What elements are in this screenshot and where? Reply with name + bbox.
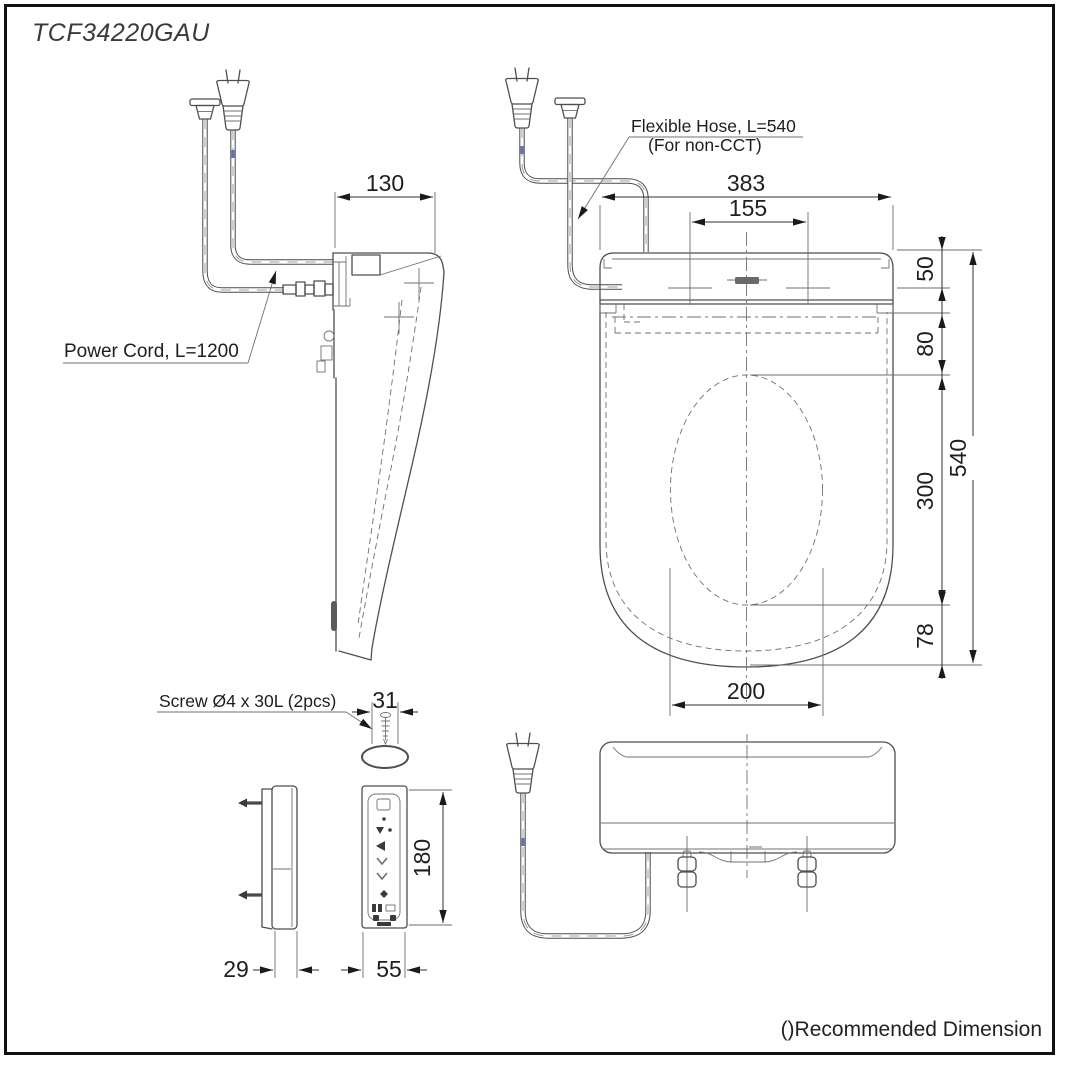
side-view-outline — [316, 252, 445, 661]
power-plug-icon — [505, 67, 539, 129]
dim-130-group: 130 — [334, 170, 436, 253]
dim-overall-width: 383 — [727, 170, 765, 196]
dim-383-group: 383 — [599, 170, 894, 250]
top-view: Flexible Hose, L=540 (For non-CCT) — [505, 67, 982, 716]
toto-logo — [727, 277, 767, 284]
dim-side-depth: 130 — [366, 170, 404, 196]
power-cord-text: Power Cord, L=1200 — [64, 341, 239, 362]
top-flexible-hose — [567, 118, 622, 290]
page-title: TCF34220GAU — [32, 19, 210, 47]
dim-tank-top: 50 — [912, 256, 938, 282]
dim-hole-pitch: 155 — [729, 195, 767, 221]
screw-label: Screw Ø4 x 30L (2pcs) — [157, 691, 373, 730]
dim-200-group: 200 — [669, 568, 824, 716]
dim-front-rim: 78 — [912, 623, 938, 649]
power-plug-icon — [216, 69, 250, 131]
power-plug-icon — [506, 732, 540, 794]
dim-tank-front: 80 — [912, 331, 938, 357]
remote-side-view — [238, 785, 298, 930]
remote-front-view — [361, 785, 408, 929]
flexible-hose-text-2: (For non-CCT) — [648, 135, 762, 155]
dim-remote-width: 55 — [376, 956, 402, 982]
recommended-dimension-note: ()Recommended Dimension — [781, 1018, 1042, 1041]
screw-icon — [380, 712, 391, 746]
front-view-outline — [599, 734, 896, 912]
top-view-outline — [599, 232, 894, 702]
dim-opening-width: 200 — [727, 678, 765, 704]
remote-bracket-top-view — [361, 745, 409, 769]
dim-55-group: 55 — [341, 932, 427, 982]
mounting-bolt-right — [797, 836, 817, 912]
sheet-border — [4, 4, 1055, 1055]
mounting-bolt-left — [677, 836, 697, 912]
dim-180-group: 180 — [409, 789, 452, 926]
dim-29-group: 29 — [223, 931, 319, 982]
side-flexible-hose — [202, 119, 284, 293]
flexible-hose-label: Flexible Hose, L=540 (For non-CCT) — [577, 116, 803, 220]
dim-remote-depth: 29 — [223, 956, 249, 982]
side-power-cord — [230, 130, 333, 265]
remote-detail: Screw Ø4 x 30L (2pcs) 31 — [157, 687, 452, 982]
hose-connector-icon — [554, 97, 586, 119]
top-power-cord — [519, 128, 649, 252]
dim-remote-height: 180 — [409, 839, 435, 877]
power-cord-label: Power Cord, L=1200 — [63, 270, 277, 364]
dim-opening-length: 300 — [912, 472, 938, 510]
mounting-screw-icon — [238, 798, 262, 900]
hose-connector-icon — [189, 98, 221, 120]
dim-bracket-width: 31 — [372, 687, 398, 713]
flexible-hose-text-1: Flexible Hose, L=540 — [631, 116, 796, 136]
front-power-cord — [520, 793, 651, 939]
side-view: 130 Power Cord, L=1200 — [63, 69, 445, 661]
hose-fitting — [282, 280, 334, 297]
remote-buttons — [372, 798, 396, 926]
dim-155-group: 155 — [689, 195, 809, 305]
front-view — [506, 732, 896, 939]
screw-note-text: Screw Ø4 x 30L (2pcs) — [159, 691, 336, 711]
dim-31-group: 31 — [352, 687, 418, 744]
dim-overall-length: 540 — [945, 439, 971, 477]
dim-right-stack: 50 80 300 540 78 — [750, 236, 982, 679]
